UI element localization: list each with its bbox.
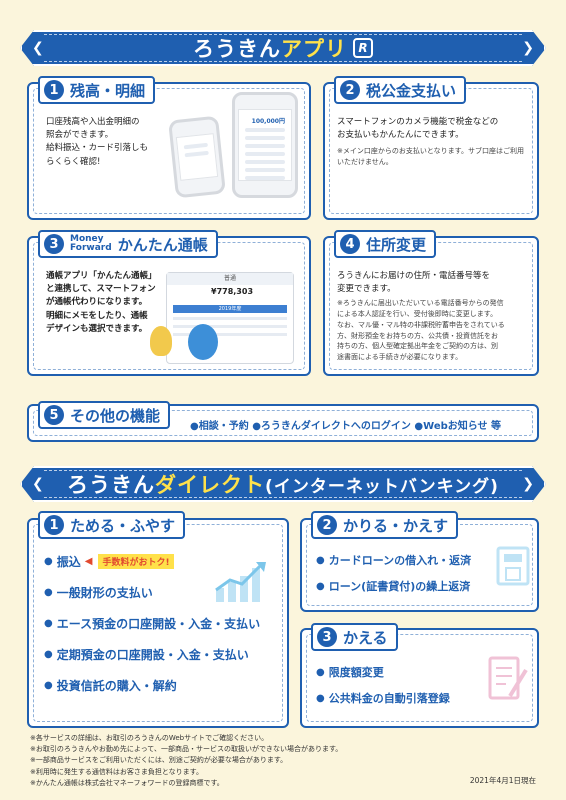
footnotes: ※各サービスの詳細は、お取引のろうきんのWebサイトでご確認ください。 ※お取引… bbox=[30, 734, 343, 787]
chevron-right-icon: ❯ bbox=[522, 40, 534, 56]
app-banner-title: ろうきんアプリ bbox=[193, 37, 347, 61]
chevron-right-icon: ❯ bbox=[522, 476, 534, 492]
section2-text: スマートフォンのカメラ機能で税金などの お支払いもかんたんにできます。 bbox=[337, 117, 499, 141]
direct1-item-zaikei: ●一般財形の支払い bbox=[44, 586, 153, 600]
direct-banner: ❮ ❯ ろうきんダイレクト(インターネットバンキング) bbox=[20, 466, 546, 502]
section3-text: 通帳アプリ「かんたん通帳」 と連携して、スマートフォン が通帳代わりになります。… bbox=[46, 271, 157, 334]
direct3-item-utility: ●公共料金の自動引落登録 bbox=[316, 692, 450, 705]
section2-note: ※メイン口座からのお支払いとなります。サブ口座はご利用 いただけません。 bbox=[337, 147, 524, 166]
document-edit-icon bbox=[488, 656, 528, 700]
direct2-item-cardloan: ●カードローンの借入れ・返済 bbox=[316, 554, 472, 567]
as-of-date: 2021年4月1日現在 bbox=[469, 776, 536, 785]
direct1-item-toushin: ●投資信託の購入・解約 bbox=[44, 679, 177, 693]
bluebird-mascot-icon bbox=[188, 324, 218, 360]
direct-banner-title: ろうきんダイレクト(インターネットバンキング) bbox=[67, 473, 499, 497]
section4-text: ろうきんにお届けの住所・電話番号等を 変更できます。 bbox=[337, 271, 491, 295]
direct2-item-prepay: ●ローン(証書貸付)の繰上返済 bbox=[316, 580, 471, 593]
bird-mascot-icon bbox=[150, 326, 172, 356]
atm-icon bbox=[496, 546, 530, 586]
growth-chart-icon bbox=[215, 562, 266, 602]
app-logo-icon: R bbox=[353, 38, 373, 58]
phone-large: 100,000円 bbox=[232, 92, 298, 198]
chevron-left-icon: ❮ bbox=[32, 476, 44, 492]
section5-items: ●相談・予約 ●ろうきんダイレクトへのログイン ●Webお知らせ 等 bbox=[190, 421, 502, 432]
phone-small bbox=[168, 115, 226, 199]
card-save bbox=[27, 518, 289, 728]
direct3-item-limit: ●限度額変更 bbox=[316, 666, 384, 679]
section4-note: ※ろうきんに届出いただいている電話番号からの発信 による本人認証を行い、受付後即… bbox=[337, 299, 505, 362]
direct1-item-transfer: ●振込 ◀ 手数料がおトク! bbox=[44, 553, 174, 570]
section1-text: 口座残高や入出金明細の 照会ができます。 給料振込・カード引落しも らくらく確認… bbox=[46, 117, 149, 167]
app-banner: ❮ ❯ ろうきんアプリ R bbox=[20, 30, 546, 66]
arrow-left-icon: ◀ bbox=[84, 556, 93, 567]
direct1-item-ace: ●エース預金の口座開設・入金・支払い bbox=[44, 617, 261, 631]
direct1-item-teiki: ●定期預金の口座開設・入金・支払い bbox=[44, 648, 249, 662]
fee-badge: 手数料がおトク! bbox=[98, 554, 174, 569]
chevron-left-icon: ❮ bbox=[32, 40, 44, 56]
passbook-screen: 普通 ¥778,303 2019年度 bbox=[166, 272, 294, 364]
